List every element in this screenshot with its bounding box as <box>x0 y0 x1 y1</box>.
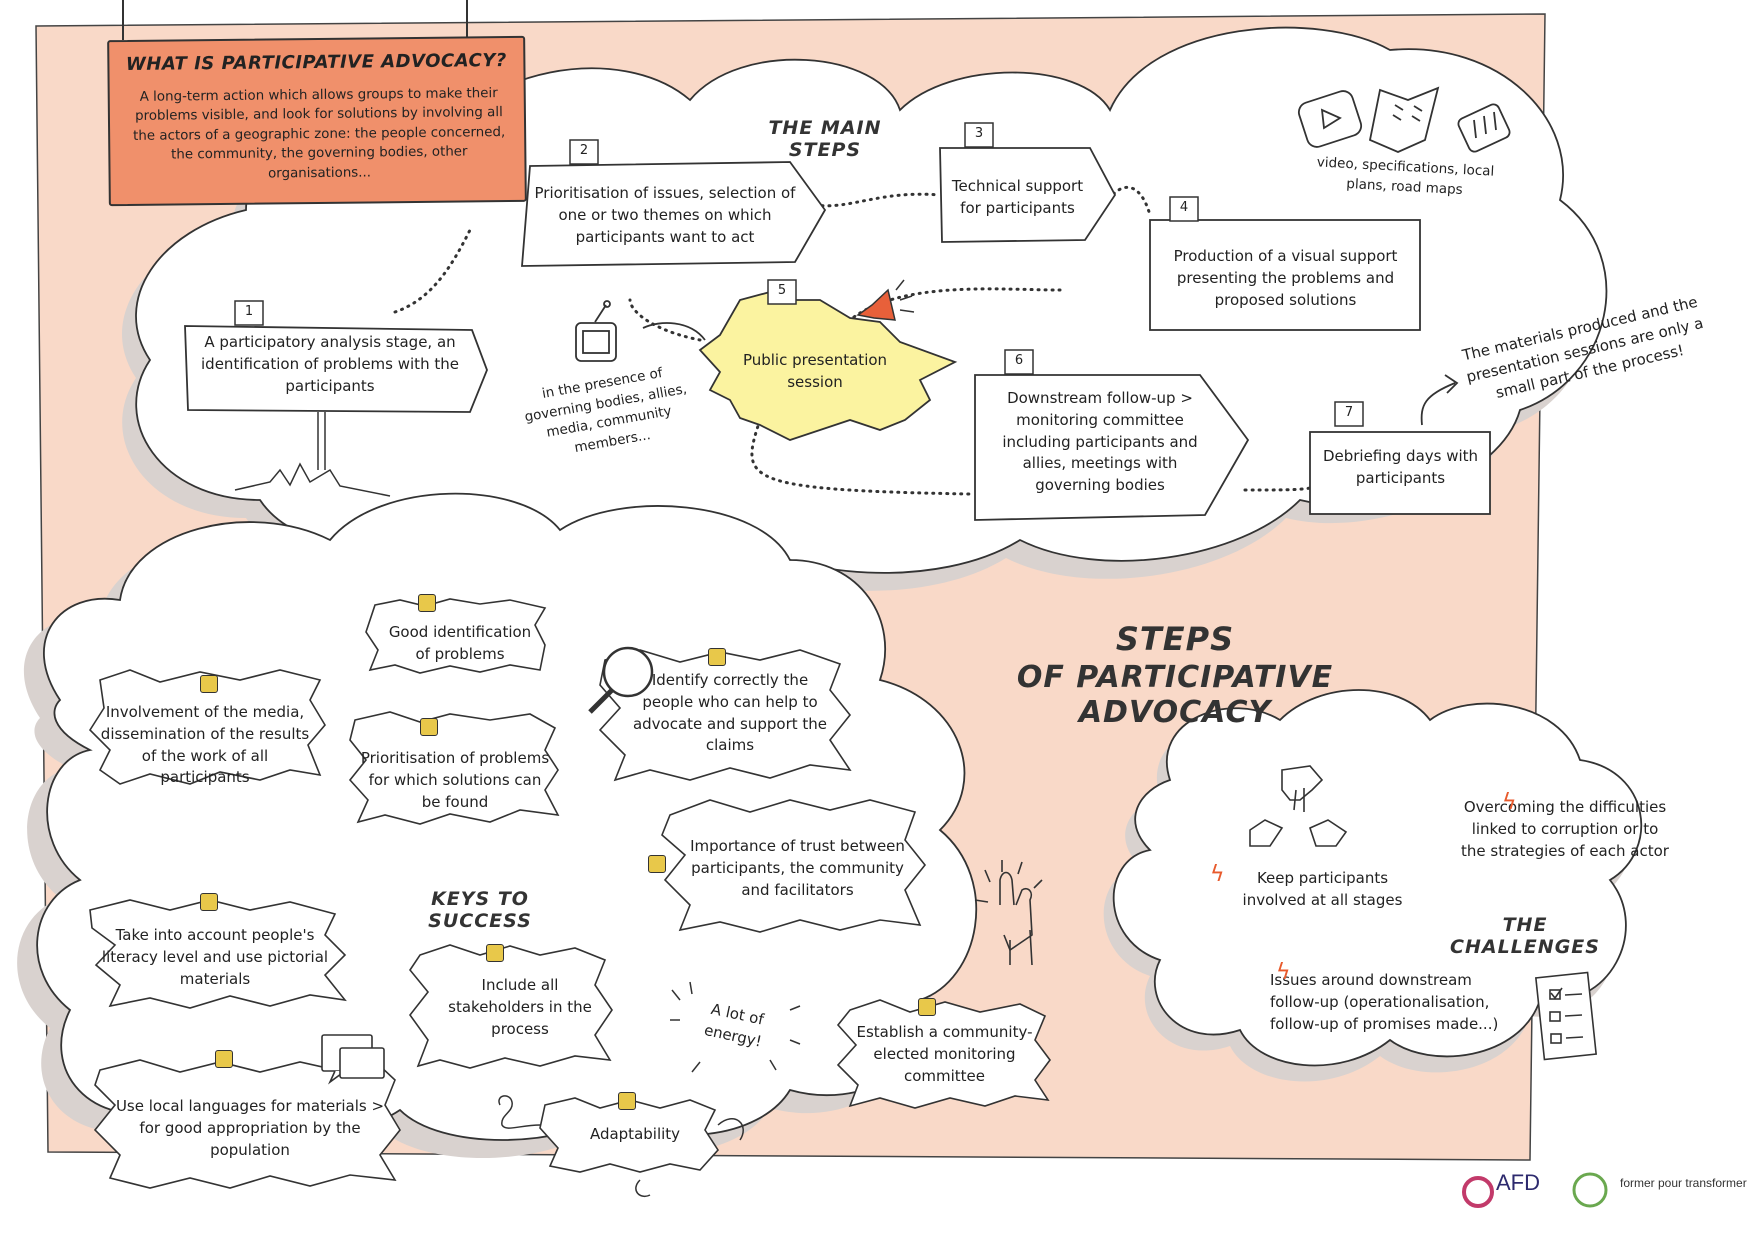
video-icon <box>1297 90 1363 148</box>
thumbs-up-icon <box>215 1050 233 1068</box>
swirl-left <box>498 1095 541 1129</box>
thumbs-up-icon <box>648 855 666 873</box>
energy-rays <box>670 981 801 1073</box>
challenge-follow-up: Issues around downstream follow-up (oper… <box>1270 971 1499 1033</box>
key-trust-burst <box>661 799 927 933</box>
magnifier-icon <box>588 646 654 714</box>
step-5-number: 5 <box>777 283 787 298</box>
step-1-number: 1 <box>244 304 254 319</box>
key-literacy: Take into account people's literacy leve… <box>101 926 329 988</box>
challenge-corruption: Overcoming the difficulties linked to co… <box>1461 798 1669 860</box>
step-3-sign <box>939 147 1117 243</box>
step-7-text: Debriefing days with participants <box>1322 447 1479 487</box>
step-4-number: 4 <box>1179 200 1189 215</box>
lightning-icon: ϟ <box>1502 790 1517 815</box>
key-committee-burst <box>836 999 1051 1109</box>
key-prioritisation: Prioritisation of problems for which sol… <box>360 749 550 811</box>
tv-icon <box>575 300 706 362</box>
definition-box: WHAT IS PARTICIPATIVE ADVOCACY? A long-t… <box>107 35 527 207</box>
thumbs-up-icon <box>708 648 726 666</box>
main-steps-title: THE MAIN STEPS <box>768 117 882 161</box>
key-stakeholders-burst <box>408 944 613 1069</box>
step-6-text: Downstream follow-up > monitoring commit… <box>1002 389 1198 494</box>
handshake-icon <box>1249 765 1348 847</box>
thumbs-up-icon <box>200 675 218 693</box>
key-good-identification: Good identification of problems <box>388 623 532 663</box>
document-icon <box>1368 86 1440 153</box>
key-stakeholders: Include all stakeholders in the process <box>448 976 592 1038</box>
step-3-number: 3 <box>974 126 984 141</box>
megaphone-icon <box>856 279 915 321</box>
grass <box>234 462 391 497</box>
step-7-number: 7 <box>1344 405 1354 420</box>
speech-bubbles-icon <box>321 1034 385 1085</box>
checklist-icon <box>1534 971 1598 1061</box>
key-languages: Use local languages for materials > for … <box>115 1097 385 1159</box>
key-media-burst <box>88 669 326 785</box>
thumbs-up-icon <box>618 1092 636 1110</box>
steps-path <box>393 186 1312 496</box>
step-1-text: A participatory analysis stage, an ident… <box>201 333 459 395</box>
step-2-number: 2 <box>579 143 589 158</box>
step-3-text: Technical support for participants <box>951 177 1084 217</box>
key-identify-people-burst <box>598 649 852 782</box>
former-pour-transformer-logo: former pour transformer <box>1620 1176 1747 1190</box>
lightning-icon: ϟ <box>1276 960 1291 985</box>
signpost-pole <box>317 412 326 470</box>
step-5-text: Public presentation session <box>742 351 888 391</box>
step-2-text: Prioritisation of issues, selection of o… <box>534 184 796 246</box>
raised-hands-icon <box>974 860 1043 966</box>
challenges-title: THE CHALLENGES <box>1450 914 1600 958</box>
lightning-icon: ϟ <box>1210 862 1225 887</box>
step-6-number: 6 <box>1014 353 1024 368</box>
center-title-line2: OF PARTICIPATIVE ADVOCACY <box>1016 660 1334 730</box>
step-5-burst <box>698 291 958 441</box>
step-7-box <box>1309 431 1491 515</box>
swirl-right <box>635 1118 744 1197</box>
step-4-box <box>1149 219 1421 331</box>
key-media: Involvement of the media, dissemination … <box>100 703 310 787</box>
step-4-text: Production of a visual support presentin… <box>1173 247 1398 309</box>
definition-text: A long-term action which allows groups t… <box>133 86 506 182</box>
keys-title: KEYS TO SUCCESS <box>428 888 532 932</box>
key-identify-people: Identify correctly the people who can he… <box>632 671 828 755</box>
thumbs-up-icon <box>486 944 504 962</box>
key-literacy-burst <box>89 899 347 1009</box>
step-1-sign <box>184 325 488 413</box>
key-trust: Importance of trust between participants… <box>690 837 905 899</box>
step-2-sign <box>521 161 827 267</box>
key-committee: Establish a community-elected monitoring… <box>856 1023 1033 1085</box>
key-good-identification-burst <box>365 598 547 674</box>
thumbs-up-icon <box>420 718 438 736</box>
note-arrow <box>1420 374 1459 426</box>
center-title-line1: STEPS <box>1115 620 1235 658</box>
definition-title: WHAT IS PARTICIPATIVE ADVOCACY? <box>125 50 507 75</box>
afd-logo: AFD <box>1496 1170 1540 1195</box>
roadmap-icon <box>1457 103 1511 153</box>
key-languages-burst <box>93 1059 401 1189</box>
key-prioritisation-burst <box>348 711 560 825</box>
step-6-sign <box>974 374 1250 521</box>
thumbs-up-icon <box>418 594 436 612</box>
ft-logo-circle <box>1572 1172 1608 1208</box>
thumbs-up-icon <box>200 893 218 911</box>
thumbs-up-icon <box>918 998 936 1016</box>
key-adaptability: Adaptability <box>589 1125 681 1143</box>
challenge-keep-involved: Keep participants involved at all stages <box>1242 869 1403 909</box>
afd-logo-ring <box>1462 1176 1494 1208</box>
